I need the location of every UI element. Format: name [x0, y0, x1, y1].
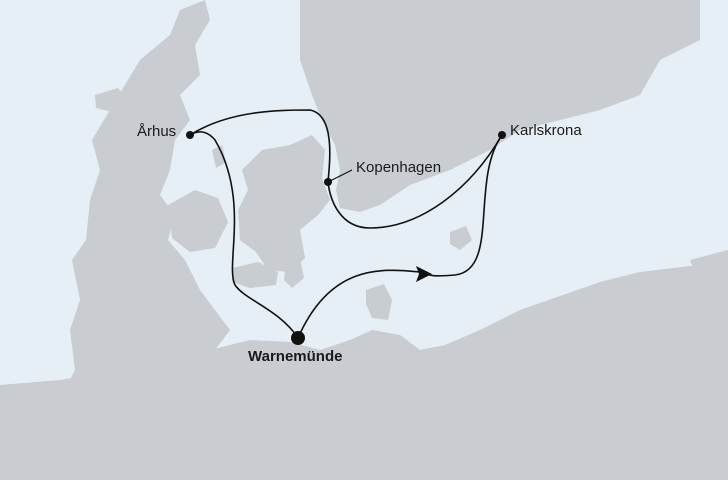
- marker-aarhus: [186, 131, 194, 139]
- route-leg-copenhagen-karlskrona: [327, 134, 503, 229]
- port-markers: [186, 131, 506, 345]
- route-leg-warnemunde-aarhus: [189, 131, 299, 339]
- marker-home-port: [291, 331, 305, 345]
- falster-island: [284, 258, 304, 288]
- route-leg-aarhus-copenhagen: [189, 109, 331, 183]
- marker-copenhagen: [324, 178, 332, 186]
- label-karlskrona: Karlskrona: [510, 122, 582, 139]
- small-island-1: [262, 155, 274, 170]
- funen-island: [168, 190, 228, 252]
- copenhagen-leader-line: [327, 169, 353, 183]
- samso-island: [212, 145, 226, 168]
- label-copenhagen: Kopenhagen: [356, 159, 441, 176]
- lolland-island: [232, 262, 278, 288]
- limfjord-island: [95, 88, 128, 112]
- marker-karlskrona: [498, 131, 506, 139]
- oland-island: [556, 0, 588, 120]
- label-aarhus: Århus: [137, 123, 176, 140]
- bornholm-island: [450, 226, 472, 250]
- sweden-landmass: [300, 0, 700, 212]
- baltic-coast-right: [690, 250, 728, 320]
- german-polish-coast: [0, 266, 728, 480]
- gotland-island: [650, 0, 690, 40]
- route-direction-arrow-icon: [416, 266, 432, 282]
- rugen-island: [366, 284, 392, 320]
- zealand-island: [238, 135, 330, 272]
- label-home-port: Warnemünde: [248, 348, 342, 365]
